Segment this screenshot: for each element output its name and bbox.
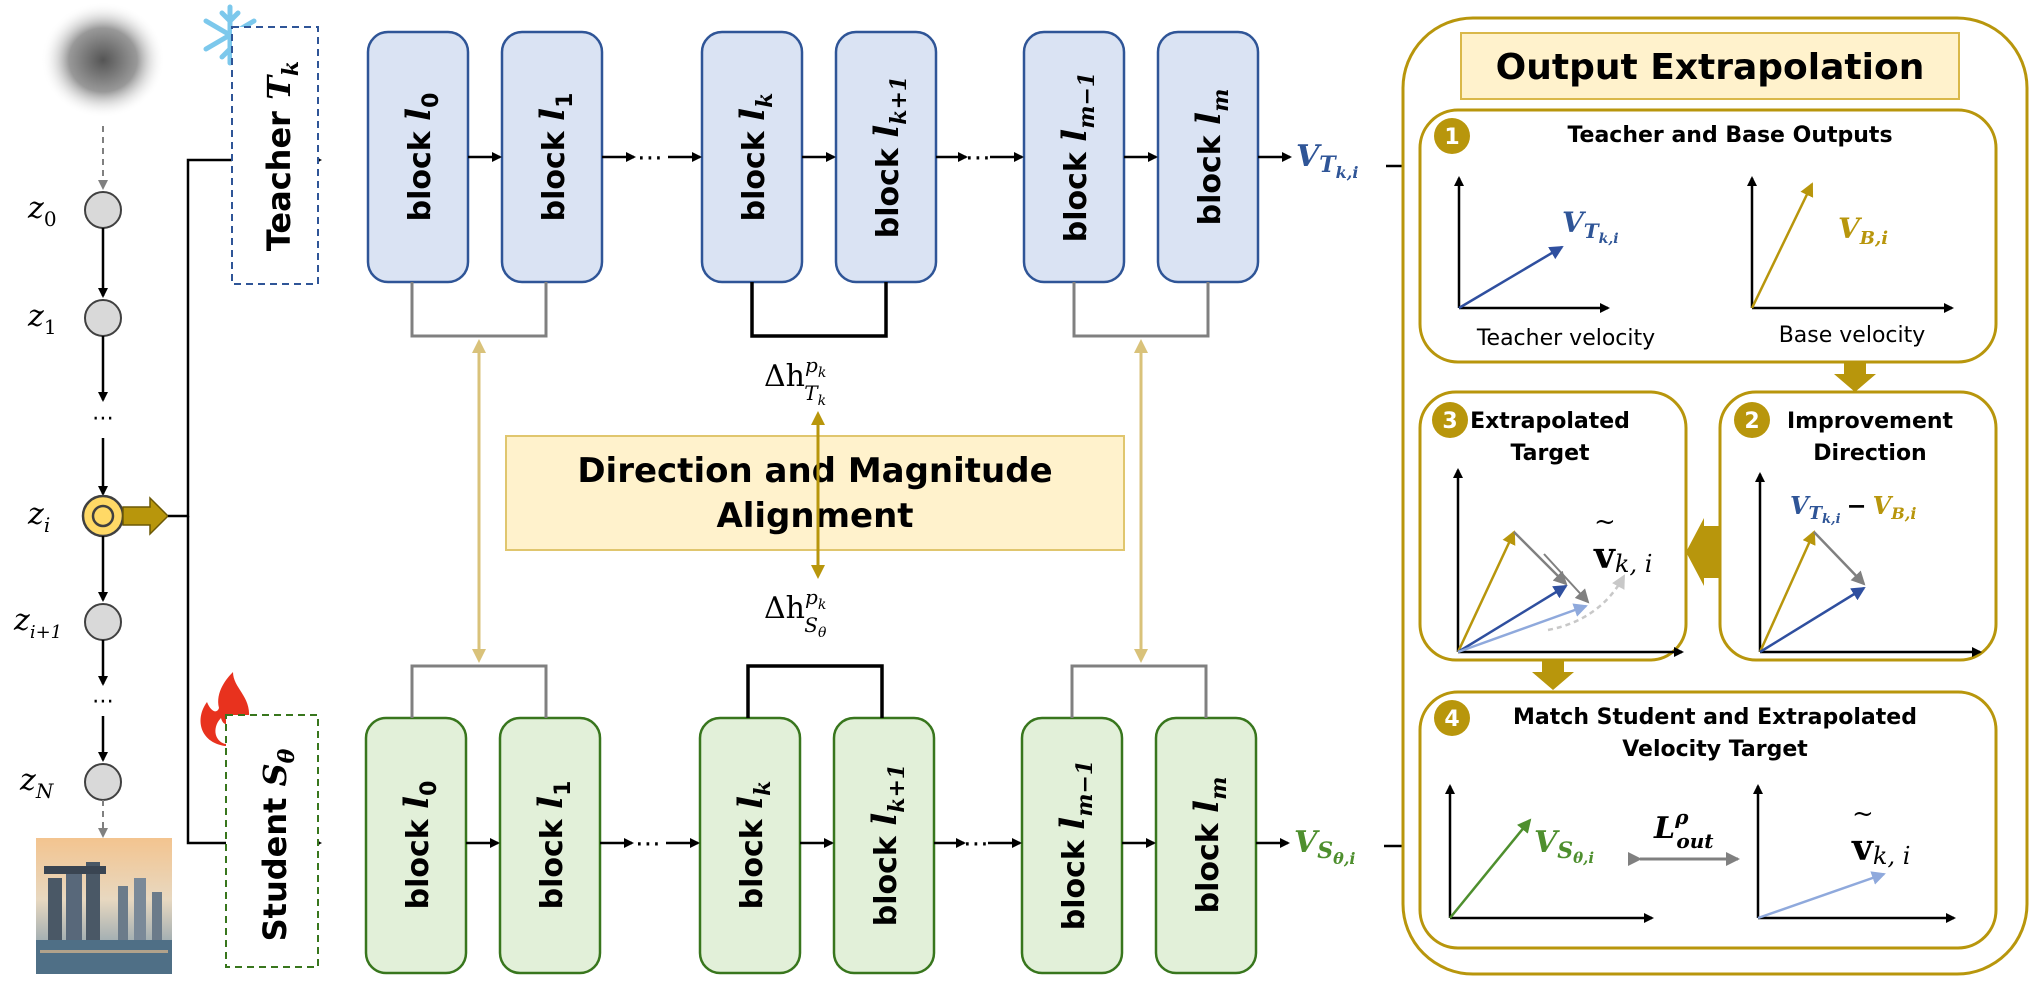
svg-text:block lk: block lk — [733, 93, 778, 222]
z1-label: z1 — [27, 299, 57, 339]
z0-node — [84, 191, 122, 229]
step2-title-line1: Improvement — [1787, 409, 1954, 434]
student-block-l0 — [364, 716, 468, 975]
step3-badge — [1432, 402, 1468, 438]
student-bracket-mid — [746, 664, 884, 718]
svg-text:3: 3 — [1442, 409, 1457, 434]
svg-text:block l1: block l1 — [533, 93, 578, 222]
svg-text:block l1: block l1 — [531, 781, 576, 910]
alignment-title-line1: Direction and Magnitude — [577, 451, 1052, 491]
student-block-l1 — [498, 716, 602, 975]
zi-input-arrow — [122, 496, 170, 536]
extrapolation-title: Output Extrapolation — [1496, 47, 1925, 88]
step1-base-vector — [1750, 182, 1814, 309]
student-label: Student Sθ — [256, 748, 300, 941]
student-bracket-early — [410, 664, 548, 718]
z1-node — [84, 299, 122, 337]
step1-teacher-vector — [1458, 245, 1564, 310]
extrapolation-title-box — [1460, 32, 1960, 100]
step2-badge — [1734, 402, 1770, 438]
step4-title-line1: Match Student and Extrapolated — [1513, 705, 1917, 730]
step1-teacher-caption: Teacher velocity — [1476, 326, 1655, 351]
svg-text:block lm: block lm — [1187, 777, 1232, 914]
step4-target-label: vk, i — [1851, 827, 1910, 870]
zN-label: zN — [19, 763, 55, 803]
teacher-label: Teacher Tk — [260, 61, 304, 251]
svg-text:block lm−1: block lm−1 — [1053, 760, 1098, 931]
latent-dots-top: ⋯ — [92, 406, 114, 431]
svg-text:1: 1 — [1444, 125, 1459, 150]
student-label-box — [225, 714, 319, 968]
svg-text:block lk: block lk — [731, 781, 776, 910]
teacher-label-box — [231, 26, 319, 285]
generated-image — [36, 838, 172, 974]
student-bracket-late — [1070, 664, 1208, 718]
latent-dots-bottom: ⋯ — [92, 689, 114, 714]
latent-chain: ⋯ ⋯ — [81, 191, 125, 838]
svg-text:block lk+1: block lk+1 — [867, 76, 912, 238]
teacher-blocks: block l0 block l1 block lk block lk+1 bl… — [366, 30, 1260, 284]
zi-node — [81, 494, 125, 538]
zN-node — [84, 763, 122, 801]
alignment-title-line2: Alignment — [716, 496, 913, 536]
svg-text:block lm: block lm — [1189, 89, 1234, 226]
step3-tilde: ~ — [1594, 507, 1616, 537]
zi-label: zi — [27, 497, 50, 537]
step3-title-line1: Extrapolated — [1470, 409, 1630, 434]
step2-title-line2: Direction — [1813, 441, 1926, 466]
svg-text:block l0: block l0 — [399, 93, 444, 222]
svg-text:2: 2 — [1744, 409, 1759, 434]
svg-text:block l0: block l0 — [397, 781, 442, 910]
step4-target-vector — [1757, 871, 1886, 920]
zi1-node — [84, 603, 122, 641]
step2-expression: VTk,i−VB,i — [1790, 491, 1916, 527]
step2-to-step3-arrow — [1686, 518, 1720, 586]
teacher-ellipsis-1: ⋯ — [637, 143, 663, 173]
teacher-bracket-early — [410, 282, 548, 338]
student-output-label: VSθ,i — [1294, 825, 1356, 868]
svg-text:block lm−1: block lm−1 — [1055, 72, 1100, 243]
teacher-bracket-mid — [750, 282, 888, 338]
student-block-lk1 — [832, 716, 936, 975]
step4-tilde: ~ — [1852, 799, 1874, 829]
teacher-ellipsis-2: ⋯ — [965, 143, 991, 173]
step1-panel — [1418, 108, 1998, 364]
teacher-bracket-late — [1072, 282, 1210, 338]
student-ellipsis-2: ⋯ — [963, 829, 989, 859]
step4-panel — [1418, 690, 1998, 950]
step1-to-step2-arrow — [1834, 362, 1876, 392]
step3-target-label: vk, i — [1593, 535, 1652, 578]
step1-base-caption: Base velocity — [1779, 323, 1926, 348]
step4-student-vector — [1449, 818, 1532, 919]
step3-title-line2: Target — [1510, 441, 1590, 466]
step1-teacher-vec-label: VTk,i — [1562, 206, 1619, 247]
step3-to-step4-arrow — [1532, 660, 1574, 690]
z0-label: z0 — [27, 191, 57, 231]
teacher-output-label: VTk,i — [1296, 139, 1358, 182]
step4-badge — [1434, 700, 1470, 736]
svg-text:4: 4 — [1444, 707, 1459, 732]
step4-student-vec-label: VSθ,i — [1534, 825, 1594, 867]
step1-badge — [1434, 118, 1470, 154]
svg-text:block lk+1: block lk+1 — [865, 764, 910, 926]
step4-title-line2: Velocity Target — [1622, 737, 1808, 762]
student-ellipsis-1: ⋯ — [635, 829, 661, 859]
noise-image — [41, 2, 165, 118]
step1-title: Teacher and Base Outputs — [1567, 123, 1892, 148]
step2-panel — [1718, 390, 1998, 662]
student-blocks: block l0 block l1 block lk block lk+1 bl… — [364, 716, 1258, 975]
student-block-lk — [698, 716, 802, 975]
zi1-label: zi+1 — [13, 603, 62, 643]
step1-base-vec-label: VB,i — [1838, 212, 1888, 249]
